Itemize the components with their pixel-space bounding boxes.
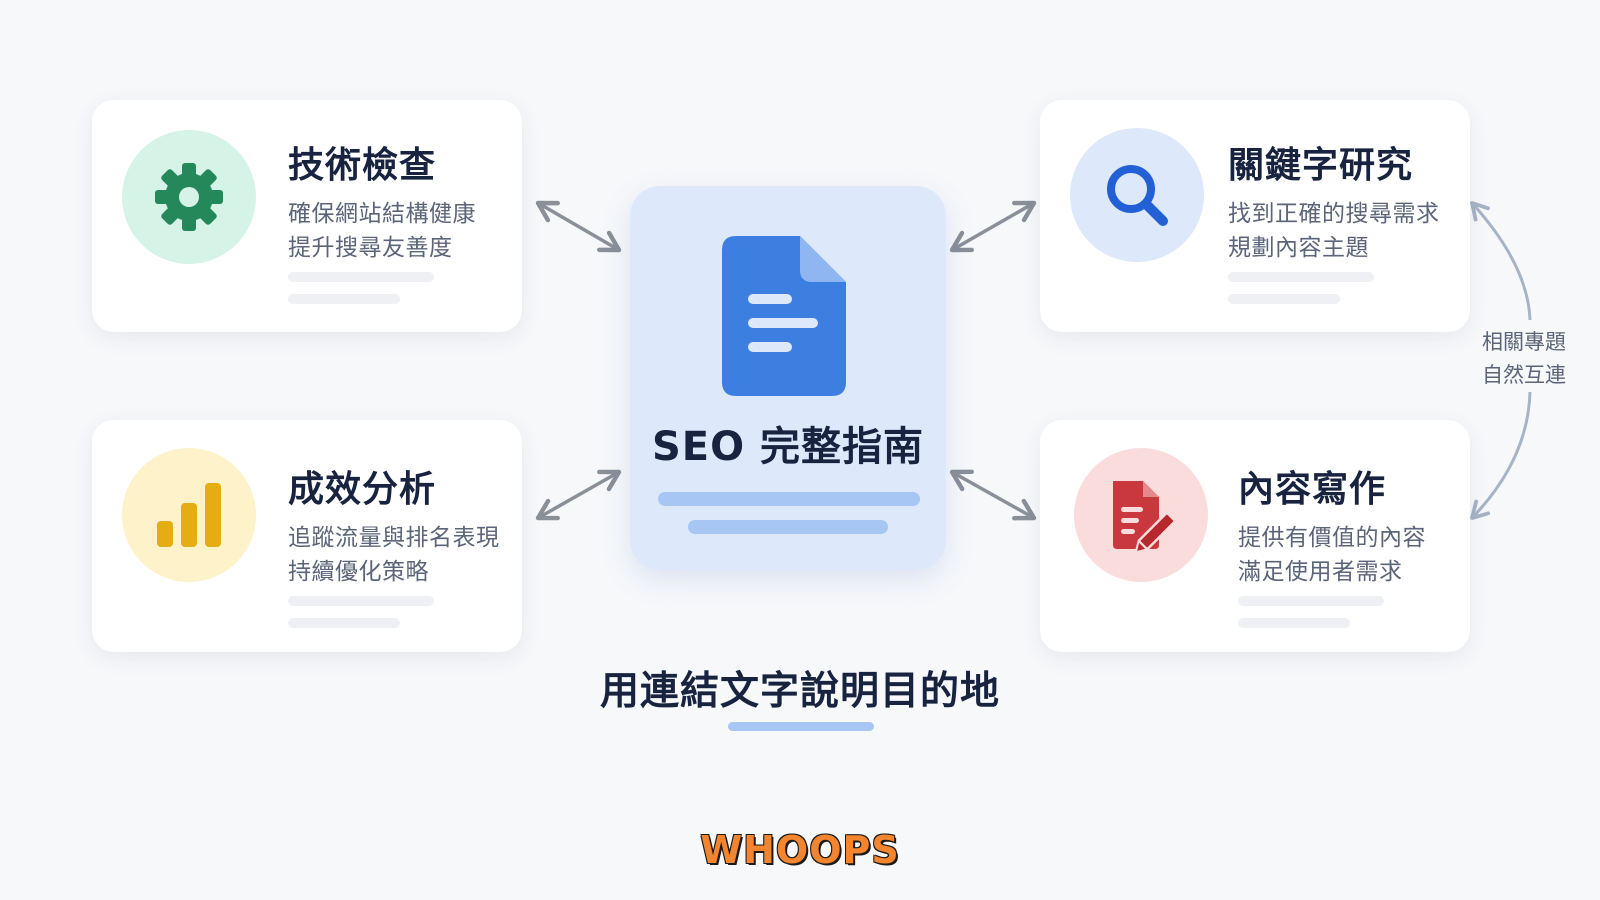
card-description-line: 提供有價值的內容 [1238,525,1426,551]
watermark-logo: WHOOPS [700,828,900,872]
center-title: SEO 完整指南 [651,424,925,470]
side-note-line: 自然互連 [1482,363,1566,387]
card-technical-audit: 技術檢查 確保網站結構健康 提升搜尋友善度 [92,100,522,332]
card-description-line: 提升搜尋友善度 [288,235,453,261]
card-badge [1074,448,1208,582]
placeholder-bar [288,618,400,628]
card-title: 成效分析 [288,469,437,510]
card-description-line: 找到正確的搜尋需求 [1228,201,1440,227]
placeholder-bar [688,520,888,534]
placeholder-bar [288,294,400,304]
card-badge [1070,128,1204,262]
card-description-line: 確保網站結構健康 [288,201,476,227]
card-badge [122,448,256,582]
card-performance-analysis: 成效分析 追蹤流量與排名表現 持續優化策略 [92,420,522,652]
placeholder-bar [658,492,920,506]
placeholder-bar [288,596,434,606]
card-description-line: 追蹤流量與排名表現 [288,525,500,551]
card-content-writing: 內容寫作 提供有價值的內容 滿足使用者需求 [1040,420,1470,652]
card-title: 技術檢查 [288,145,437,186]
caption-underline [728,722,874,731]
document-icon [722,236,846,396]
arrow-content-center [949,469,1037,521]
arrow-keyword-center [949,200,1037,253]
placeholder-bar [1228,294,1340,304]
card-keyword-research: 關鍵字研究 找到正確的搜尋需求 規劃內容主題 [1040,100,1470,332]
search-icon [1107,165,1168,226]
center-guide-card: SEO 完整指南 [630,186,946,570]
arrow-analytics-center [535,469,622,521]
side-note: 相關專題 自然互連 [1476,326,1572,392]
bar-chart-icon [157,483,221,547]
arrow-keyword-content-top [1470,201,1532,321]
placeholder-bar [288,272,434,282]
edit-document-icon [1113,481,1176,554]
arrow-tech-center [535,200,622,253]
side-note-line: 相關專題 [1482,330,1566,354]
card-badge [122,130,256,264]
gear-icon [155,163,223,231]
card-title: 內容寫作 [1238,469,1387,510]
card-title: 關鍵字研究 [1228,145,1414,186]
placeholder-bar [1238,596,1384,606]
placeholder-bar [1228,272,1374,282]
card-description-line: 規劃內容主題 [1228,235,1369,261]
card-description-line: 滿足使用者需求 [1238,559,1403,585]
caption: 用連結文字說明目的地 [599,669,1000,714]
card-description-line: 持續優化策略 [288,559,429,585]
arrow-keyword-content-bottom [1470,391,1532,520]
placeholder-bar [1238,618,1350,628]
